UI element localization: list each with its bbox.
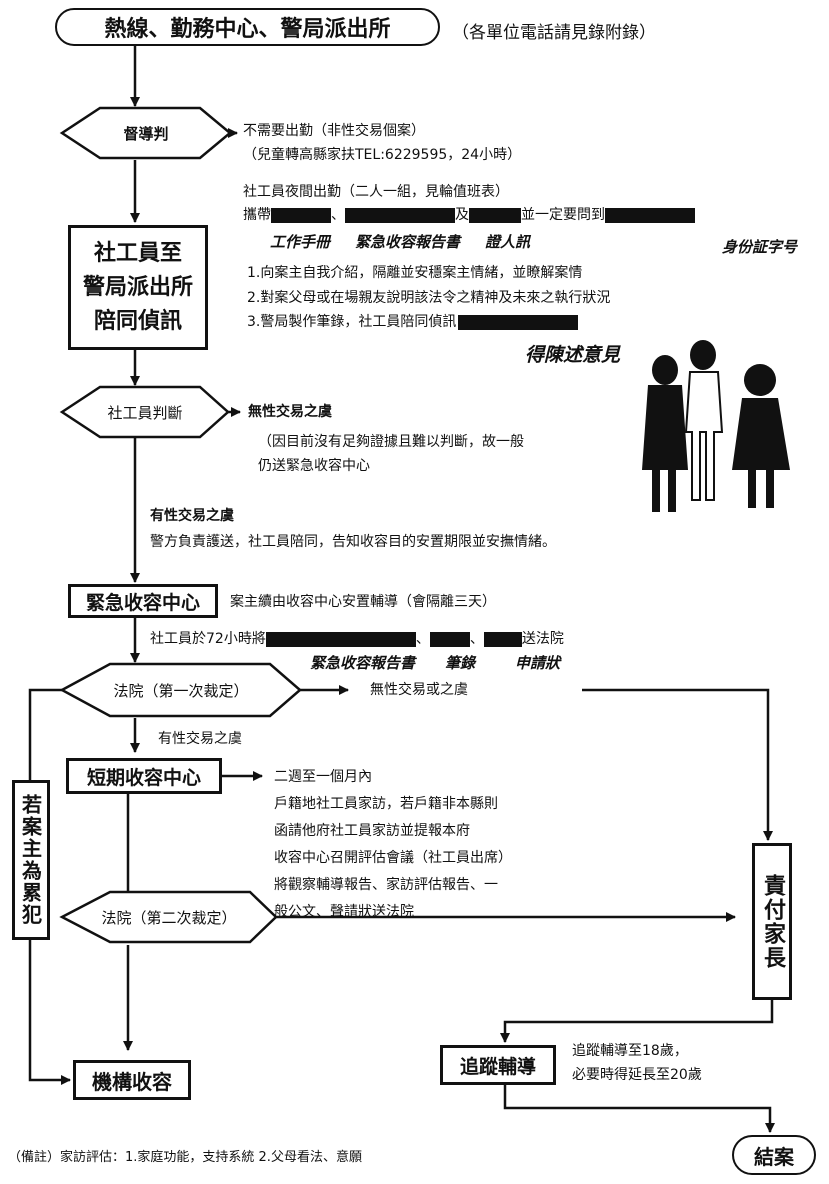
- redaction-bar: [483, 631, 522, 647]
- hand-note-witness: 證人訊: [485, 233, 531, 251]
- police-step-3: 3.警局製作筆錄，社工員陪同偵訊: [247, 314, 457, 330]
- parents-custody-box: 責付家長: [752, 843, 792, 1000]
- police-step-1: 1.向案主自我介紹，隔離並安穩案主情緒，並瞭解案情: [247, 265, 583, 281]
- followup-note-2: 必要時得延長至20歲: [572, 1067, 702, 1083]
- police-escort-box: 社工員至 警局派出所 陪同偵訊: [68, 225, 208, 350]
- short-note-2: 戶籍地社工員家訪，若戶籍非本縣則: [274, 796, 498, 812]
- no-dispatch-text: 不需要出勤（非性交易個案）: [243, 123, 425, 139]
- has-sex-trade-text: 有性交易之虞: [150, 508, 234, 524]
- short-note-6: 般公文、聲請狀送法院: [274, 904, 414, 920]
- connector-followup-to-end: [503, 1085, 775, 1133]
- decision4-shape: [59, 890, 278, 944]
- no-dispatch-note: （兒童轉高縣家扶TEL:6229595，24小時）: [243, 147, 522, 163]
- redaction-bar: [271, 207, 331, 223]
- no-sex-trade-note-2: 仍送緊急收容中心: [258, 458, 370, 474]
- short-note-1: 二週至一個月內: [274, 769, 372, 785]
- decision2-label: 社工員判斷: [107, 403, 183, 422]
- within-72-suffix: 送法院: [521, 631, 564, 647]
- short-note-3: 函請他府社工員家訪並提報本府: [274, 823, 470, 839]
- has-sex-trade-note: 警方負責護送，社工員陪同，告知收容目的安置期限並安撫情緒。: [150, 534, 556, 550]
- hand-note-report: 緊急收容報告書: [355, 233, 461, 251]
- redaction-bar: [265, 631, 416, 647]
- no-sex-trade-text: 無性交易之虞: [248, 404, 332, 420]
- institution-box: 機構收容: [73, 1060, 191, 1100]
- followup-note-1: 追蹤輔導至18歲，: [572, 1043, 688, 1059]
- hand-note-record: 筆錄: [445, 654, 476, 672]
- start-node: 熱線、勤務中心、警局派出所: [55, 8, 440, 46]
- end-label: 結案: [754, 1144, 794, 1169]
- followup-box: 追蹤輔導: [440, 1045, 556, 1085]
- decision3-no-sex-trade: 無性交易或之虞: [370, 682, 468, 698]
- police-box-line1: 社工員至: [93, 240, 182, 266]
- start-label: 熱線、勤務中心、警局派出所: [104, 17, 391, 42]
- hand-note-manual: 工作手冊: [270, 233, 331, 251]
- people-illustration: [642, 340, 790, 512]
- police-step-2: 2.對案父母或在場親友說明該法令之精神及未來之執行狀況: [247, 290, 611, 306]
- decision4-label: 法院（第二次裁定）: [101, 908, 237, 927]
- short-box-label: 短期收容中心: [86, 766, 201, 789]
- decision3-label: 法院（第一次裁定）: [113, 681, 249, 700]
- short-term-shelter-box: 短期收容中心: [66, 758, 222, 794]
- decision1-label: 督導判: [123, 124, 169, 143]
- hand-note-id: 身份証字号: [722, 238, 798, 256]
- emergency-shelter-box: 緊急收容中心: [68, 584, 218, 618]
- carry-and: 及: [455, 207, 469, 223]
- phone-note: （各單位電話請見錄附錄）: [452, 23, 656, 43]
- emergency-note: 案主續由收容中心安置輔導（會隔離三天）: [230, 594, 496, 610]
- hand-note-petition: 申請狀: [515, 654, 561, 672]
- carry-prefix: 攜帶: [243, 207, 271, 223]
- police-box-line2: 警局派出所: [82, 274, 193, 300]
- redaction-bar: [469, 207, 521, 223]
- redaction-bar: [605, 207, 695, 223]
- night-dispatch-text: 社工員夜間出勤（二人一組，見輪值班表）: [243, 184, 509, 200]
- carry-line: 攜帶、及並一定要問到: [243, 206, 695, 225]
- hand-note-opinion: 得陳述意見: [525, 344, 621, 366]
- footnote: （備註）家訪評估：1.家庭功能，支持系統 2.父母看法、意願: [8, 1150, 362, 1165]
- short-note-4: 收容中心召開評估會議（社工員出席）: [274, 850, 512, 866]
- connector-parents-to-followup: [500, 1000, 774, 1043]
- institution-label: 機構收容: [92, 1069, 172, 1094]
- parents-custody-label: 責付家長: [760, 873, 785, 970]
- decision3-has-sex-trade: 有性交易之虞: [158, 731, 242, 747]
- followup-label: 追蹤輔導: [459, 1055, 536, 1078]
- short-note-5: 將觀察輔導報告、家訪評估報告、一: [274, 877, 498, 893]
- no-sex-trade-note-1: （因目前沒有足夠證據且難以判斷，故一般: [258, 434, 524, 450]
- carry-suffix: 並一定要問到: [521, 207, 605, 223]
- repeat-offender-label: 若案主為累犯: [18, 794, 43, 926]
- repeat-offender-box: 若案主為累犯: [12, 780, 50, 940]
- decision1-shape: [59, 106, 232, 160]
- redaction-bar: [345, 207, 455, 223]
- police-step-3-row: 3.警局製作筆錄，社工員陪同偵訊: [247, 313, 579, 332]
- within-72-row: 社工員於72小時將、、送法院: [150, 631, 564, 647]
- within-72-text: 社工員於72小時將: [150, 631, 266, 647]
- end-node: 結案: [732, 1135, 816, 1175]
- redaction-bar: [429, 631, 470, 647]
- connector-to-parents: [582, 688, 773, 841]
- decision3-shape: [59, 662, 302, 718]
- police-box-line3: 陪同偵訊: [93, 308, 182, 334]
- hand-note-emergency-report: 緊急收容報告書: [310, 654, 416, 672]
- decision2-shape: [59, 385, 230, 439]
- redaction-bar: [458, 314, 579, 330]
- emergency-box-label: 緊急收容中心: [85, 591, 200, 614]
